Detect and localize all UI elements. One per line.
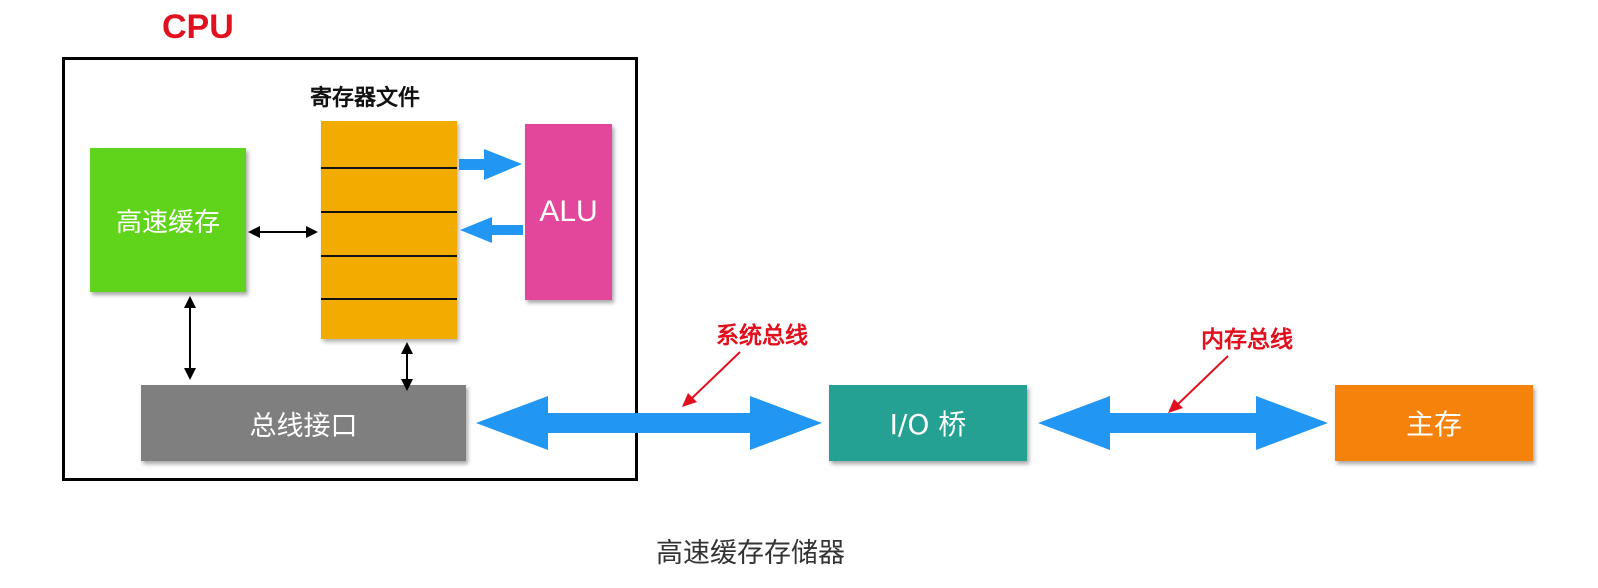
memory-bus-label: 内存总线 bbox=[1201, 327, 1293, 353]
system-bus-label: 系统总线 bbox=[716, 323, 808, 349]
register-to-alu-arrow bbox=[459, 149, 522, 180]
memory-bus-arrow bbox=[1038, 396, 1328, 450]
register-bus-interface-arrow bbox=[401, 342, 413, 391]
register-divider bbox=[321, 298, 457, 300]
cpu-title: CPU bbox=[162, 8, 234, 46]
alu-to-register-arrow bbox=[460, 217, 523, 243]
bus-interface-label: 总线接口 bbox=[249, 410, 358, 442]
register-file-block bbox=[321, 121, 457, 339]
io-bridge-label: I/O 桥 bbox=[889, 408, 967, 441]
figure-caption: 高速缓存存储器 bbox=[656, 538, 845, 569]
register-divider bbox=[321, 211, 457, 213]
alu-block: ALU bbox=[525, 124, 612, 300]
cpu-frame bbox=[62, 57, 638, 481]
main-memory-block: 主存 bbox=[1335, 385, 1533, 461]
memory-bus-pointer bbox=[1168, 355, 1229, 413]
bus-interface-block: 总线接口 bbox=[141, 385, 466, 461]
register-divider bbox=[321, 167, 457, 169]
system-bus-pointer bbox=[682, 351, 741, 407]
io-bridge-block: I/O 桥 bbox=[829, 385, 1027, 461]
register-file-title: 寄存器文件 bbox=[310, 86, 421, 111]
register-divider bbox=[321, 255, 457, 257]
cache-bus-interface-arrow bbox=[184, 296, 196, 380]
cache-block: 高速缓存 bbox=[90, 148, 246, 292]
cache-register-arrow bbox=[248, 226, 318, 238]
system-bus-arrow bbox=[476, 396, 822, 450]
cache-label: 高速缓存 bbox=[115, 207, 220, 238]
alu-label: ALU bbox=[539, 195, 598, 228]
main-memory-label: 主存 bbox=[1405, 408, 1462, 441]
